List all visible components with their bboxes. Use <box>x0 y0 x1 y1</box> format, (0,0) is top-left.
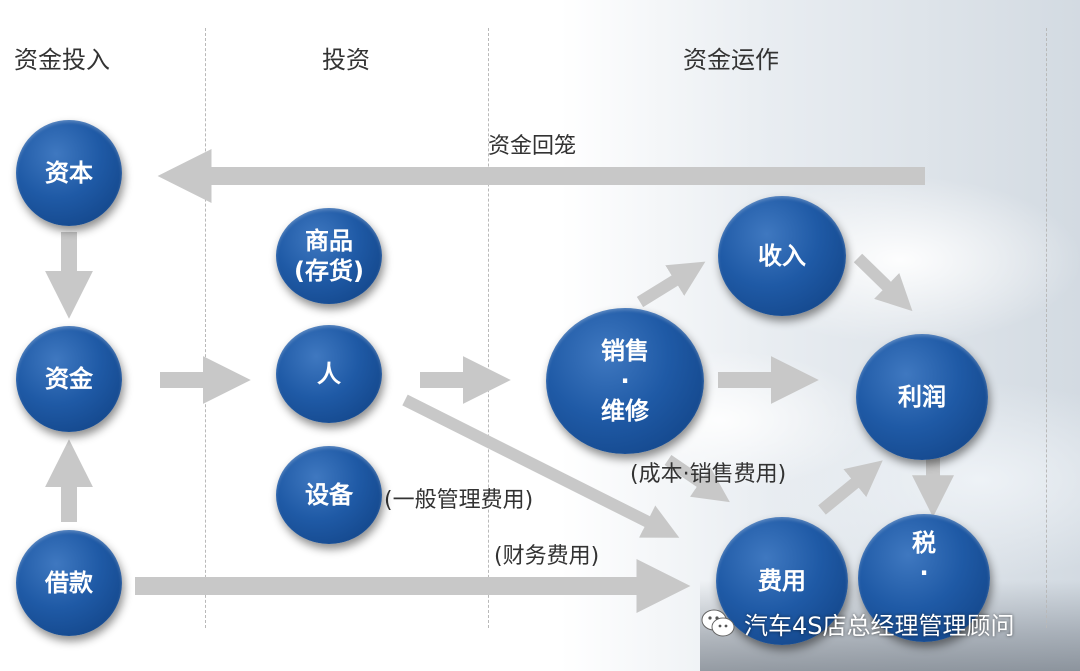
node-tax-text-2: · <box>919 559 929 587</box>
label-admin-expense: (一般管理费用) <box>384 488 534 513</box>
wechat-icon <box>701 609 735 637</box>
arrow-people-to-expense <box>402 394 680 538</box>
node-sales-repair: 销售 · 维修 <box>546 308 704 454</box>
column-divider-1 <box>205 28 206 628</box>
label-capital-return: 资金回笼 <box>488 134 577 159</box>
node-revenue-text: 收入 <box>758 242 806 270</box>
node-equipment: 设备 <box>276 446 382 544</box>
column-header-investment: 投资 <box>322 46 370 74</box>
node-goods: 商品 (存货) <box>276 208 382 304</box>
column-divider-2 <box>488 28 489 628</box>
node-sales-text-3: 维修 <box>601 397 649 425</box>
node-profit-text: 利润 <box>898 383 946 411</box>
node-funds-text: 资金 <box>45 365 93 393</box>
node-expense: 费用 <box>716 517 848 645</box>
node-revenue: 收入 <box>718 196 846 316</box>
node-expense-text: 费用 <box>758 567 806 595</box>
node-funds: 资金 <box>16 326 122 432</box>
node-profit: 利润 <box>856 334 988 460</box>
node-tax: 税 · <box>858 514 990 642</box>
arrow-sales-to-revenue <box>636 261 706 308</box>
node-goods-text-1: 商品 <box>305 227 353 255</box>
column-header-capital-operation: 资金运作 <box>683 46 779 74</box>
node-loan: 借款 <box>16 530 122 636</box>
label-finance-expense: (财务费用) <box>494 544 600 569</box>
node-sales-text-1: 销售 <box>601 337 649 365</box>
node-capital: 资本 <box>16 120 122 226</box>
column-divider-3 <box>1046 28 1047 628</box>
node-loan-text: 借款 <box>45 569 93 597</box>
arrow-expense-to-profit <box>818 460 883 515</box>
arrow-sales-to-expense <box>664 455 730 503</box>
column-header-capital-input: 资金投入 <box>14 46 110 74</box>
label-cost-sales-expense: (成本·销售费用) <box>630 462 787 487</box>
watermark-text: 汽车4S店总经理管理顾问 <box>744 611 1015 640</box>
node-tax-text-1: 税 <box>912 529 936 557</box>
node-equipment-text: 设备 <box>305 481 353 509</box>
node-people: 人 <box>276 325 382 423</box>
node-people-text: 人 <box>317 360 341 388</box>
node-sales-text-2: · <box>620 367 630 395</box>
node-goods-text-2: (存货) <box>294 257 364 285</box>
watermark: 汽车4S店总经理管理顾问 <box>700 606 1015 640</box>
node-capital-text: 资本 <box>45 159 93 187</box>
arrow-revenue-to-profit <box>853 253 913 312</box>
